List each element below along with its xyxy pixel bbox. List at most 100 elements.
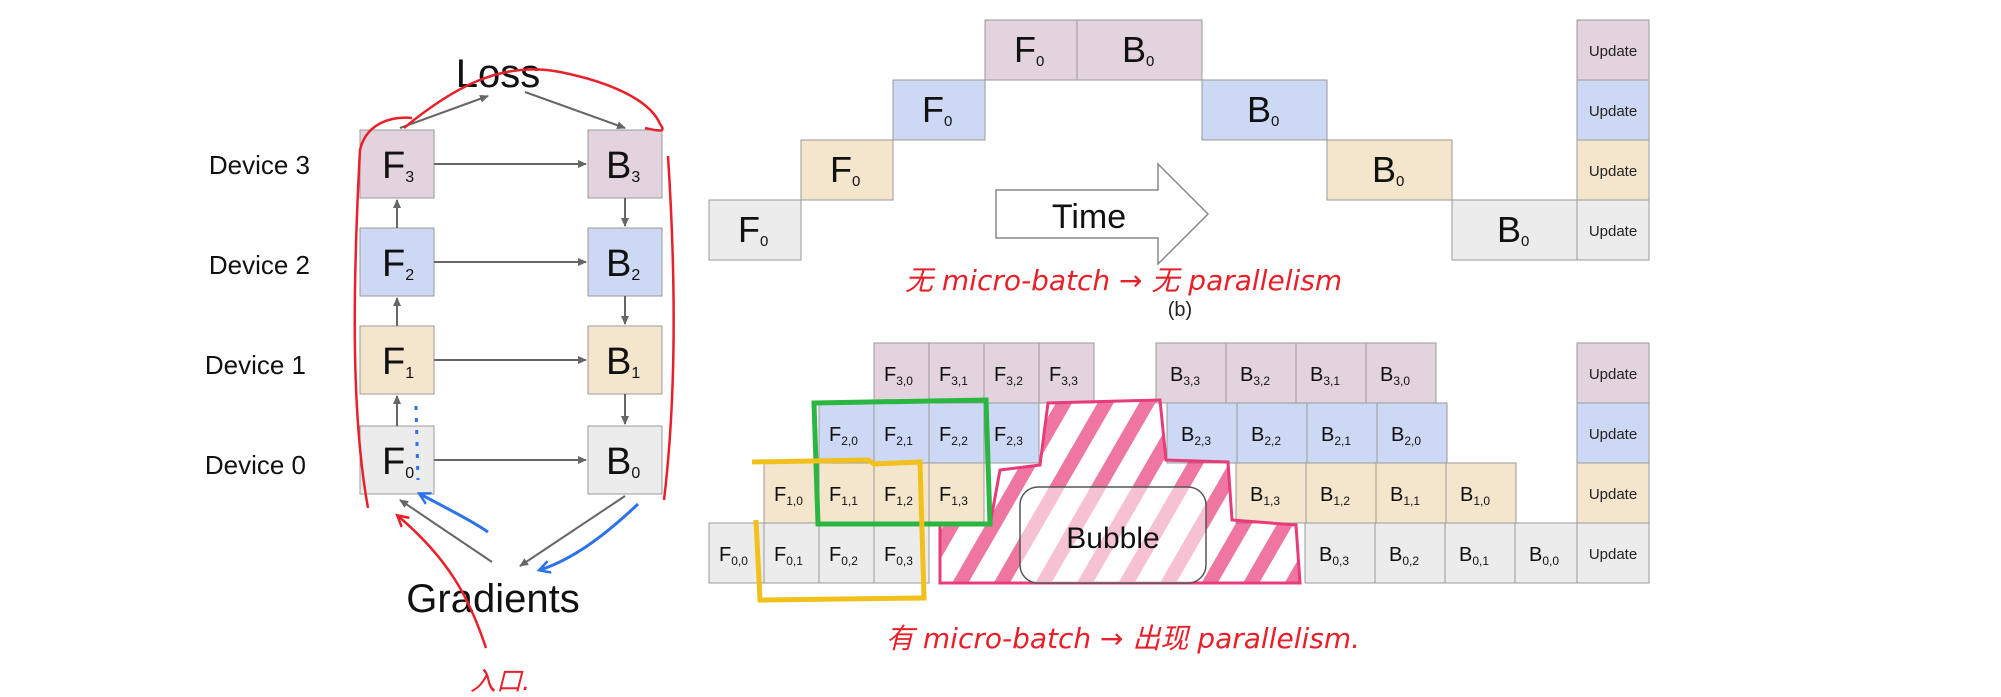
micro-backward-label: B1,1 <box>1390 484 1420 508</box>
bottom-update-cell <box>1576 522 1650 584</box>
backward-label: B1 <box>606 341 640 383</box>
bottom-update-label: Update <box>1589 546 1637 563</box>
micro-backward-label: B3,2 <box>1240 364 1270 388</box>
loss-in-arrow <box>399 94 489 129</box>
gradient-arrow <box>519 495 626 567</box>
caption-b: (b) <box>1168 299 1192 321</box>
micro-backward-label: B1,0 <box>1460 484 1490 508</box>
micro-forward-cell <box>763 462 820 524</box>
yellow-highlight <box>751 457 927 603</box>
micro-backward-label: B2,2 <box>1251 424 1281 448</box>
micro-forward-label: F1,3 <box>939 484 968 508</box>
micro-backward-label: B3,3 <box>1170 364 1200 388</box>
bottom-update-cell <box>1576 342 1650 404</box>
micro-backward-label: B1,3 <box>1250 484 1280 508</box>
loss-out-arrow <box>524 91 626 130</box>
top-timeline: F0 B0 F0 B0 F0 B0 F0 B0 Update Update Up… <box>708 19 1650 321</box>
top-backward-cell <box>1201 79 1328 141</box>
gradients-label: Gradients <box>406 577 579 621</box>
micro-forward-label: F0,1 <box>774 544 803 568</box>
micro-forward-label: F0,0 <box>719 544 748 568</box>
backward-label: B2 <box>606 243 640 285</box>
backward-box-device-1 <box>587 325 663 395</box>
micro-backward-cell <box>1155 342 1227 404</box>
time-label: Time <box>1052 198 1126 236</box>
micro-backward-label: B3,1 <box>1310 364 1340 388</box>
bubble-label: Bubble <box>1066 522 1159 555</box>
micro-forward-cell <box>818 522 875 584</box>
micro-forward-cell <box>873 342 930 404</box>
blue-gradient-arrow <box>420 494 489 534</box>
top-forward-cell <box>984 19 1078 81</box>
micro-backward-cell <box>1225 342 1297 404</box>
time-arrow <box>995 162 1210 266</box>
bottom-update-cell <box>1576 402 1650 464</box>
micro-forward-cell <box>983 342 1040 404</box>
micro-forward-cell <box>983 402 1040 464</box>
micro-backward-label: B3,0 <box>1380 364 1410 388</box>
bottom-update-label: Update <box>1589 366 1637 383</box>
micro-backward-label: B0,2 <box>1389 544 1419 568</box>
micro-forward-cell <box>818 402 875 464</box>
micro-forward-label: F3,1 <box>939 364 968 388</box>
entry-annotation: 入口. <box>470 667 530 697</box>
forward-box-device-0 <box>359 425 435 495</box>
micro-forward-cell <box>928 402 985 464</box>
top-backward-label: B0 <box>1372 149 1404 190</box>
forward-label: F0 <box>382 441 414 483</box>
micro-backward-cell <box>1514 522 1586 584</box>
top-backward-cell <box>1326 139 1453 201</box>
micro-forward-label: F1,1 <box>829 484 858 508</box>
micro-backward-cell <box>1445 462 1517 524</box>
blue-gradient-arrow <box>540 502 640 570</box>
forward-box-device-3 <box>359 129 435 199</box>
device-label: Device 1 <box>205 350 306 380</box>
micro-backward-label: B0,3 <box>1319 544 1349 568</box>
top-forward-cell <box>892 79 986 141</box>
micro-backward-label: B2,0 <box>1391 424 1421 448</box>
forward-label: F3 <box>382 145 414 187</box>
micro-forward-cell <box>873 402 930 464</box>
top-forward-cell <box>708 199 802 261</box>
bottom-annotation: 有 micro-batch → 出现 parallelism. <box>886 622 1360 655</box>
micro-forward-label: F2,2 <box>939 424 968 448</box>
micro-forward-cell <box>1038 342 1095 404</box>
top-forward-label: F0 <box>830 149 860 190</box>
bubble-box <box>1019 486 1207 584</box>
micro-forward-cell <box>763 522 820 584</box>
red-right-bracket <box>662 155 675 501</box>
micro-forward-cell <box>708 522 765 584</box>
micro-backward-label: B2,3 <box>1181 424 1211 448</box>
micro-backward-cell <box>1374 522 1446 584</box>
forward-box-device-1 <box>359 325 435 395</box>
micro-backward-cell <box>1305 462 1377 524</box>
top-backward-cell <box>1451 199 1578 261</box>
micro-forward-label: F1,2 <box>884 484 913 508</box>
bottom-update-label: Update <box>1589 426 1637 443</box>
micro-backward-cell <box>1304 522 1376 584</box>
top-update-cell <box>1576 19 1650 81</box>
micro-forward-label: F2,3 <box>994 424 1023 448</box>
device-label: Device 0 <box>205 450 306 480</box>
micro-backward-cell <box>1306 402 1378 464</box>
device-label: Device 3 <box>209 150 310 180</box>
micro-forward-label: F0,2 <box>829 544 858 568</box>
green-highlight <box>811 397 993 527</box>
top-backward-label: B0 <box>1497 209 1529 250</box>
backward-box-device-0 <box>587 425 663 495</box>
top-update-label: Update <box>1589 223 1637 240</box>
bottom-update-label: Update <box>1589 486 1637 503</box>
micro-backward-cell <box>1295 342 1367 404</box>
top-backward-label: B0 <box>1122 29 1154 70</box>
micro-forward-label: F0,3 <box>884 544 913 568</box>
micro-backward-cell <box>1235 462 1307 524</box>
backward-label: B0 <box>606 441 640 483</box>
micro-forward-label: F3,3 <box>1049 364 1078 388</box>
micro-forward-label: F2,1 <box>884 424 913 448</box>
top-update-label: Update <box>1589 163 1637 180</box>
micro-backward-cell <box>1365 342 1437 404</box>
forward-label: F1 <box>382 341 414 383</box>
gradient-arrow <box>399 499 493 563</box>
